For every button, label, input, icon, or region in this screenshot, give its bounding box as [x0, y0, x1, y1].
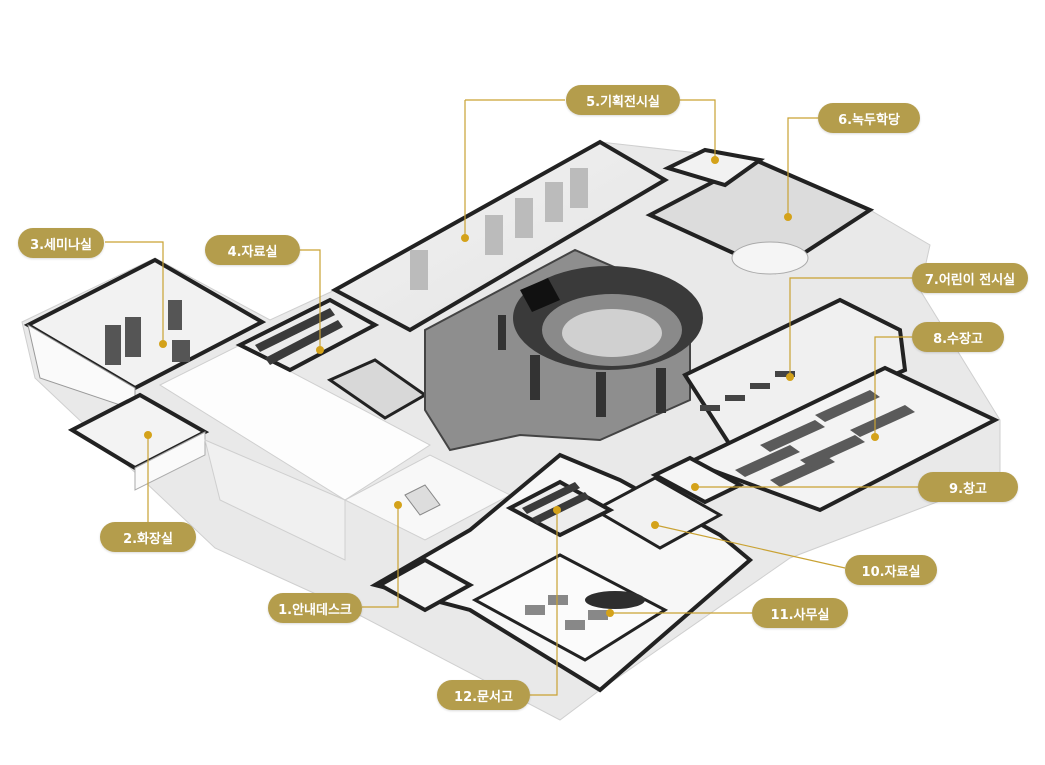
label-storage-room-8[interactable]: 8.수장고: [912, 322, 1004, 352]
label-info-desk[interactable]: 1.안내데스크: [268, 593, 362, 623]
marker-dot-9: [691, 483, 699, 491]
label-childrens-exhibition[interactable]: 7.어린이 전시실: [912, 263, 1028, 293]
warehouse-9: [650, 455, 745, 505]
info-desk: [404, 484, 441, 516]
storage-room-8: [684, 365, 1000, 513]
label-archive-room-4[interactable]: 4.자료실: [205, 235, 300, 265]
leader-lines: [105, 99, 918, 696]
marker-dot-2: [144, 431, 152, 439]
label-special-exhibition-hall[interactable]: 5.기획전시실: [566, 85, 680, 115]
marker-dot-4: [316, 346, 324, 354]
marker-dot-3: [159, 340, 167, 348]
label-warehouse-9[interactable]: 9.창고: [918, 472, 1018, 502]
label-office-room[interactable]: 11.사무실: [752, 598, 848, 628]
seminar-shelves: [105, 300, 190, 365]
childrens-room-benches: [700, 371, 795, 411]
main-hall: [158, 344, 431, 501]
marker-dot-5b: [711, 156, 719, 164]
label-document-room[interactable]: 12.문서고: [437, 680, 530, 710]
storage-racks: [735, 390, 915, 487]
marker-dot-12: [553, 506, 561, 514]
exhibition-panels: [410, 168, 588, 290]
marker-dot-1: [394, 501, 402, 509]
marker-dot-10: [651, 521, 659, 529]
marker-dot-11: [606, 609, 614, 617]
restroom-lower: [375, 557, 475, 613]
label-archive-room-10[interactable]: 10.자료실: [845, 555, 937, 585]
marker-dot-7: [786, 373, 794, 381]
label-restroom[interactable]: 2.화장실: [100, 522, 196, 552]
archive-room-10: [591, 476, 724, 550]
marker-dots: [144, 156, 879, 617]
atrium-columns: [498, 315, 666, 417]
archive-4-shelves: [255, 308, 343, 365]
marker-dot-5: [461, 234, 469, 242]
label-nokdu-school[interactable]: 6.녹두학당: [818, 103, 920, 133]
office-desks: [525, 595, 608, 630]
document-shelves: [522, 482, 590, 524]
label-seminar-room[interactable]: 3.세미나실: [18, 228, 104, 258]
marker-dot-6: [784, 213, 792, 221]
marker-dot-8: [871, 433, 879, 441]
office-room-11: [471, 553, 669, 662]
